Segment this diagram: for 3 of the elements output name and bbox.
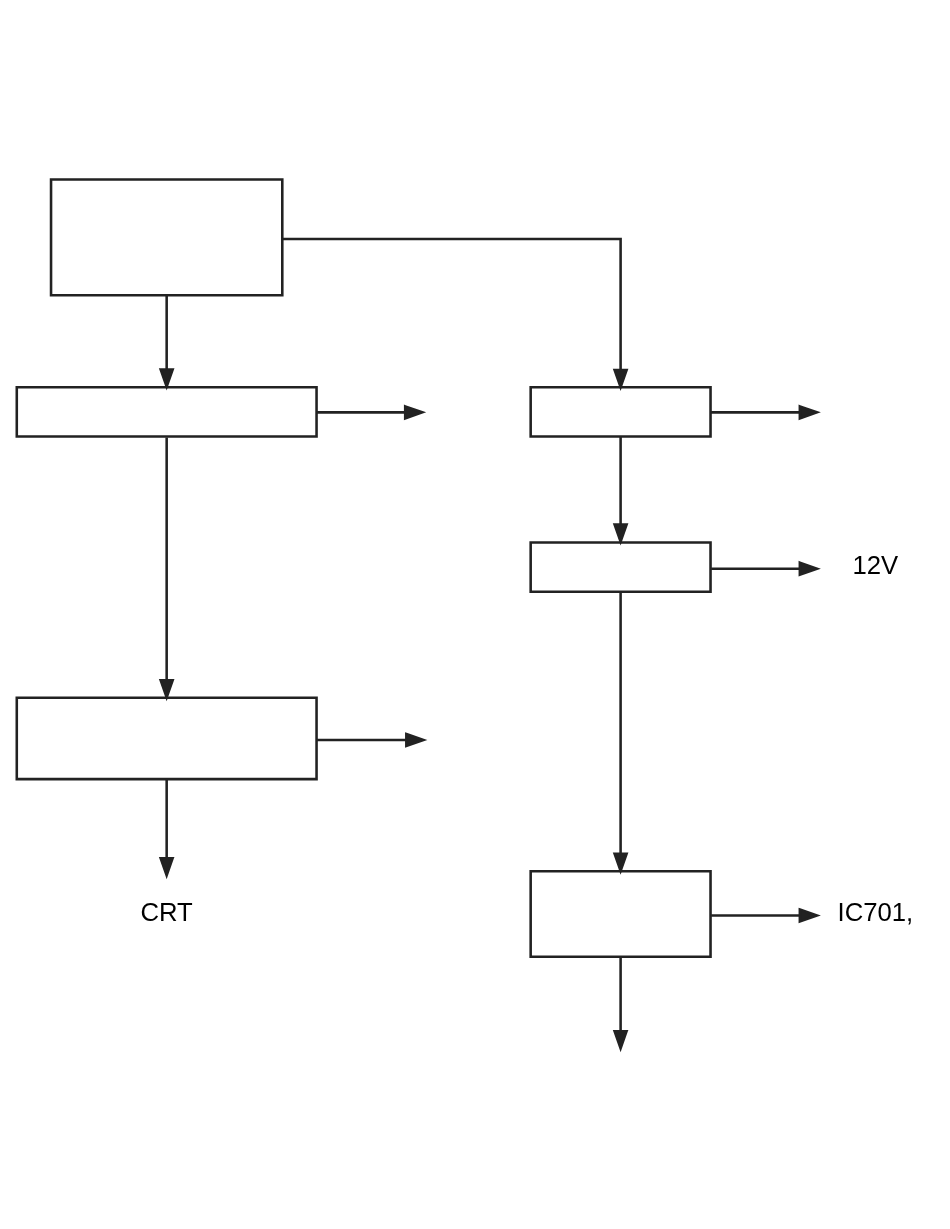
- node-text: CRT: [140, 897, 193, 926]
- node-text: 12V: [852, 550, 899, 579]
- node-text: IC701,: [837, 897, 914, 926]
